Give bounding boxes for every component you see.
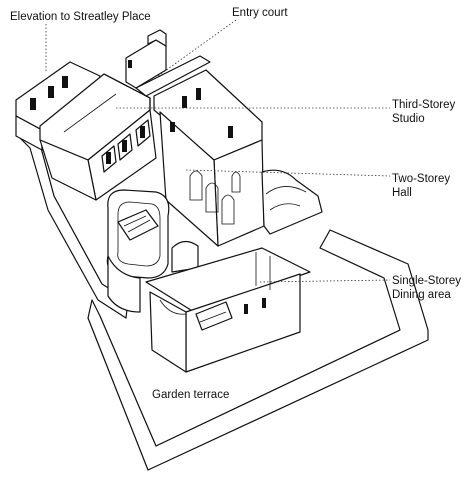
third-storey-studio-block xyxy=(39,73,157,201)
leader-lines xyxy=(45,19,391,283)
dining-window-2 xyxy=(262,298,266,308)
label-dining-line-1: Single-Storey xyxy=(392,275,462,287)
label-hall-line-2: Hall xyxy=(392,187,412,199)
two-storey-hall-block xyxy=(153,69,265,247)
label-studio-line-1: Third-Storey xyxy=(392,99,456,111)
garden-terrace-wall xyxy=(87,229,429,471)
leader-hall xyxy=(185,169,391,177)
central-curved-core xyxy=(106,189,199,313)
dining-window-1 xyxy=(244,304,248,314)
dormer-window-2 xyxy=(122,140,127,152)
elevation-window-1 xyxy=(30,98,36,110)
label-dining-line-2: Dining area xyxy=(392,289,451,301)
single-storey-dining-block xyxy=(145,247,311,373)
hall-window-4 xyxy=(170,122,175,132)
leader-dining xyxy=(259,279,391,283)
hall-window-1 xyxy=(182,96,187,108)
right-retaining-wall xyxy=(261,169,323,235)
label-garden-terrace: Garden terrace xyxy=(152,389,230,401)
elevation-window-2 xyxy=(48,86,54,98)
hall-window-3 xyxy=(228,126,233,138)
entry-court-window xyxy=(128,60,132,68)
label-entry-court: Entry court xyxy=(232,7,288,19)
dormer-window-1 xyxy=(106,152,111,164)
label-hall-line-1: Two-Storey xyxy=(392,173,451,185)
label-elevation: Elevation to Streatley Place xyxy=(10,11,151,23)
hall-window-2 xyxy=(196,88,201,100)
dormer-window-3 xyxy=(140,126,145,138)
left-flank-wall xyxy=(17,121,129,319)
elevation-window-3 xyxy=(62,76,68,88)
studio-dormer-windows xyxy=(101,119,151,173)
label-studio-line-2: Studio xyxy=(392,113,425,125)
